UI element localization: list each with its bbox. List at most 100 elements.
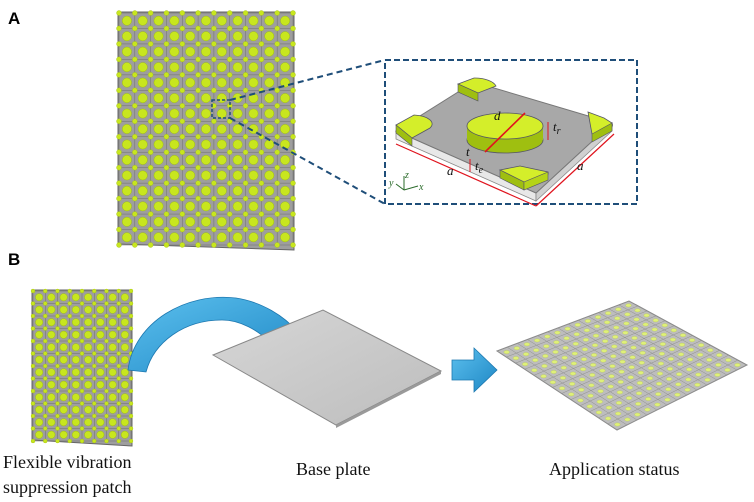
resonator-center [47, 355, 56, 364]
small-patch [30, 288, 134, 447]
resonator-center [689, 338, 695, 342]
resonator-corner [274, 195, 280, 202]
resonator-corner [116, 72, 122, 78]
resonator-corner [195, 56, 201, 63]
resonator-corner [195, 103, 201, 109]
axis-x-line [403, 185, 419, 191]
resonator-center [664, 397, 671, 402]
resonator-center [35, 393, 44, 402]
resonator-corner [116, 103, 122, 109]
resonator-center [120, 355, 129, 364]
resonator-center [684, 388, 691, 392]
resonator-corner [116, 180, 122, 186]
dim-label-t: t [466, 144, 470, 159]
resonator-corner [179, 180, 185, 186]
resonator-corner [227, 149, 233, 155]
resonator-corner [132, 164, 138, 171]
resonator-center [634, 308, 641, 313]
resonator-corner [147, 72, 154, 78]
resonator-corner [92, 401, 97, 406]
resonator-center [232, 62, 243, 73]
resonator-corner [104, 363, 109, 369]
grid-line [552, 330, 684, 388]
resonator-center [696, 362, 703, 367]
resonator-center [47, 430, 56, 439]
resonator-corner [104, 351, 109, 356]
resonator-center [137, 201, 148, 212]
resonator-center [616, 401, 622, 405]
resonator-center [707, 348, 714, 352]
resonator-corner [147, 87, 154, 94]
resonator-center [35, 368, 44, 377]
resonator-corner [258, 25, 265, 32]
resonator-corner [179, 242, 185, 248]
resonator-center [280, 216, 290, 227]
resonator-center [153, 170, 164, 181]
resonator-center [71, 418, 80, 427]
resonator-corner [290, 72, 296, 78]
resonator-corner [163, 87, 170, 94]
resonator-center [122, 93, 132, 103]
resonator-center [640, 341, 647, 345]
resonator-corner [30, 426, 36, 431]
resonator-corner [147, 242, 154, 248]
resonator-corner [30, 288, 36, 294]
resonator-corner [242, 41, 249, 47]
resonator-corner [132, 118, 138, 124]
resonator-center [264, 46, 275, 57]
resonator-center [695, 372, 702, 377]
resonator-corner [79, 401, 85, 406]
resonator-center [108, 318, 117, 327]
resonator-corner [43, 363, 48, 369]
resonator-center [216, 139, 227, 150]
resonator-corner [30, 363, 36, 369]
resonator-center [84, 380, 93, 389]
resonator-corner [43, 301, 48, 306]
resonator-center [605, 311, 612, 315]
resonator-corner [116, 56, 122, 63]
resonator-corner [79, 413, 85, 419]
resonator-center [59, 393, 68, 402]
axis-y-line [395, 183, 405, 191]
resonator-center [624, 312, 631, 317]
resonator-center [108, 293, 117, 302]
resonator-center [169, 201, 180, 212]
resonator-corner [258, 242, 265, 248]
resonator-corner [67, 351, 72, 356]
resonator-center [96, 343, 105, 352]
resonator-center [96, 380, 105, 389]
resonator-corner [258, 103, 265, 109]
resonator-center [666, 377, 673, 381]
resonator-center [667, 367, 673, 371]
resonator-center [628, 365, 635, 369]
corner-resonator-left-side [395, 124, 413, 147]
resonator-corner [195, 134, 201, 140]
resonator-corner [290, 242, 296, 248]
unit-cell: d tr t te a a z x y [388, 77, 615, 207]
resonator-corner [242, 242, 249, 248]
resonator-corner [179, 164, 185, 171]
resonator-corner [211, 25, 217, 32]
resonator-center [35, 343, 44, 352]
resonator-center [280, 15, 290, 26]
resonator-corner [227, 195, 233, 202]
resonator-corner [147, 195, 154, 202]
resonator-corner [211, 118, 217, 124]
resonator-corner [128, 313, 134, 319]
resonator-corner [274, 211, 280, 217]
resonator-center [120, 368, 129, 377]
resonator-corner [163, 25, 170, 32]
resonator-center [137, 15, 148, 26]
resonator-center [670, 328, 677, 332]
resonator-center [169, 31, 180, 42]
resonator-corner [290, 226, 296, 233]
resonator-center [169, 15, 180, 26]
resonator-center [35, 380, 44, 389]
resonator-corner [163, 41, 170, 47]
resonator-center [169, 46, 180, 57]
resonator-center [201, 77, 211, 88]
resonator-center [264, 216, 275, 227]
caption-base-plate: Base plate [296, 459, 370, 479]
resonator-corner [211, 164, 217, 171]
resonator-center [716, 353, 723, 357]
